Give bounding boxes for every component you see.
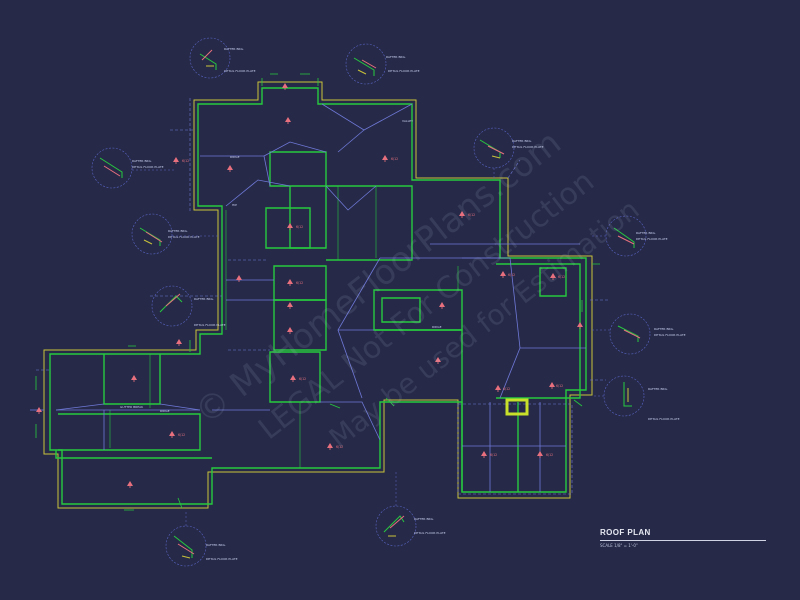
ridge-label-1: RIDGE — [230, 155, 240, 159]
hip-label-1: HIP — [232, 203, 237, 207]
svg-text:6/12: 6/12 — [391, 157, 398, 161]
svg-text:DETAIL FLOOR PLATE: DETAIL FLOOR PLATE — [512, 145, 544, 149]
chimney-box — [505, 398, 529, 416]
valley-label-1: VALLEY — [402, 119, 413, 123]
interior-lines — [109, 186, 459, 468]
svg-text:6/12: 6/12 — [182, 159, 189, 163]
svg-text:DETAIL FLOOR PLATE: DETAIL FLOOR PLATE — [132, 165, 164, 169]
svg-text:RAFTER BRG.: RAFTER BRG. — [194, 297, 214, 301]
svg-text:RAFTER BRG.: RAFTER BRG. — [648, 387, 668, 391]
plan-text-labels: RIDGE RIDGE RIDGE GUTTER BREAK HIP VALLE… — [120, 119, 442, 413]
svg-text:RAFTER BRG.: RAFTER BRG. — [512, 139, 532, 143]
callout-leaders — [132, 168, 610, 526]
gutter-label: GUTTER BREAK — [120, 405, 144, 409]
svg-text:6/12: 6/12 — [336, 445, 343, 449]
watermark-line-3: May be used for Estimation — [323, 193, 645, 455]
svg-text:RAFTER BRG.: RAFTER BRG. — [386, 55, 406, 59]
svg-text:6/12: 6/12 — [556, 384, 563, 388]
detail-callouts — [91, 37, 651, 567]
svg-text:DETAIL FLOOR PLATE: DETAIL FLOOR PLATE — [414, 531, 446, 535]
svg-text:DETAIL FLOOR PLATE: DETAIL FLOOR PLATE — [388, 69, 420, 73]
svg-text:RAFTER BRG.: RAFTER BRG. — [636, 231, 656, 235]
svg-text:6/12: 6/12 — [558, 275, 565, 279]
watermark-line-2: LEGAL Not For Construction — [252, 164, 601, 447]
title-block: ROOF PLAN SCALE 1/8" = 1'-0" — [600, 528, 766, 548]
svg-text:6/12: 6/12 — [508, 273, 515, 277]
svg-text:6/12: 6/12 — [178, 433, 185, 437]
svg-text:RAFTER BRG.: RAFTER BRG. — [168, 229, 188, 233]
svg-text:RAFTER BRG.: RAFTER BRG. — [654, 327, 674, 331]
svg-text:DETAIL FLOOR PLATE: DETAIL FLOOR PLATE — [224, 69, 256, 73]
dimension-ticks — [35, 73, 600, 511]
svg-text:6/12: 6/12 — [546, 453, 553, 457]
pitch-labels: 6/12 6/12 6/12 6/12 6/12 6/12 6/12 6/12 … — [178, 157, 565, 457]
svg-text:6/12: 6/12 — [468, 213, 475, 217]
svg-text:RAFTER BRG.: RAFTER BRG. — [224, 47, 244, 51]
drawing-title: ROOF PLAN — [600, 528, 651, 537]
detail-callout-graphics — [99, 49, 641, 559]
detail-callout-text: RAFTER BRG. DETAIL FLOOR PLATE RAFTER BR… — [132, 47, 686, 561]
svg-text:6/12: 6/12 — [490, 453, 497, 457]
slope-arrows — [35, 82, 584, 489]
drawing-scale: SCALE 1/8" = 1'-0" — [600, 543, 638, 548]
svg-text:RAFTER BRG.: RAFTER BRG. — [206, 543, 226, 547]
exterior-walls — [49, 87, 587, 505]
svg-text:6/12: 6/12 — [296, 225, 303, 229]
roof-edge-outline — [43, 81, 593, 509]
svg-text:RAFTER BRG.: RAFTER BRG. — [414, 517, 434, 521]
svg-text:DETAIL FLOOR PLATE: DETAIL FLOOR PLATE — [648, 417, 680, 421]
ridge-label-2: RIDGE — [432, 325, 442, 329]
ridge-label-3: RIDGE — [160, 409, 170, 413]
svg-text:DETAIL FLOOR PLATE: DETAIL FLOOR PLATE — [194, 323, 226, 327]
svg-text:DETAIL FLOOR PLATE: DETAIL FLOOR PLATE — [168, 235, 200, 239]
overhang-dashed-lines — [36, 98, 610, 495]
svg-text:RAFTER BRG.: RAFTER BRG. — [132, 159, 152, 163]
svg-text:6/12: 6/12 — [296, 281, 303, 285]
title-underline — [600, 540, 766, 541]
svg-text:6/12: 6/12 — [503, 387, 510, 391]
svg-text:6/12: 6/12 — [299, 377, 306, 381]
svg-text:DETAIL FLOOR PLATE: DETAIL FLOOR PLATE — [654, 333, 686, 337]
svg-text:DETAIL FLOOR PLATE: DETAIL FLOOR PLATE — [636, 237, 668, 241]
svg-text:DETAIL FLOOR PLATE: DETAIL FLOOR PLATE — [206, 557, 238, 561]
ridge-hip-valley-lines — [30, 103, 586, 492]
